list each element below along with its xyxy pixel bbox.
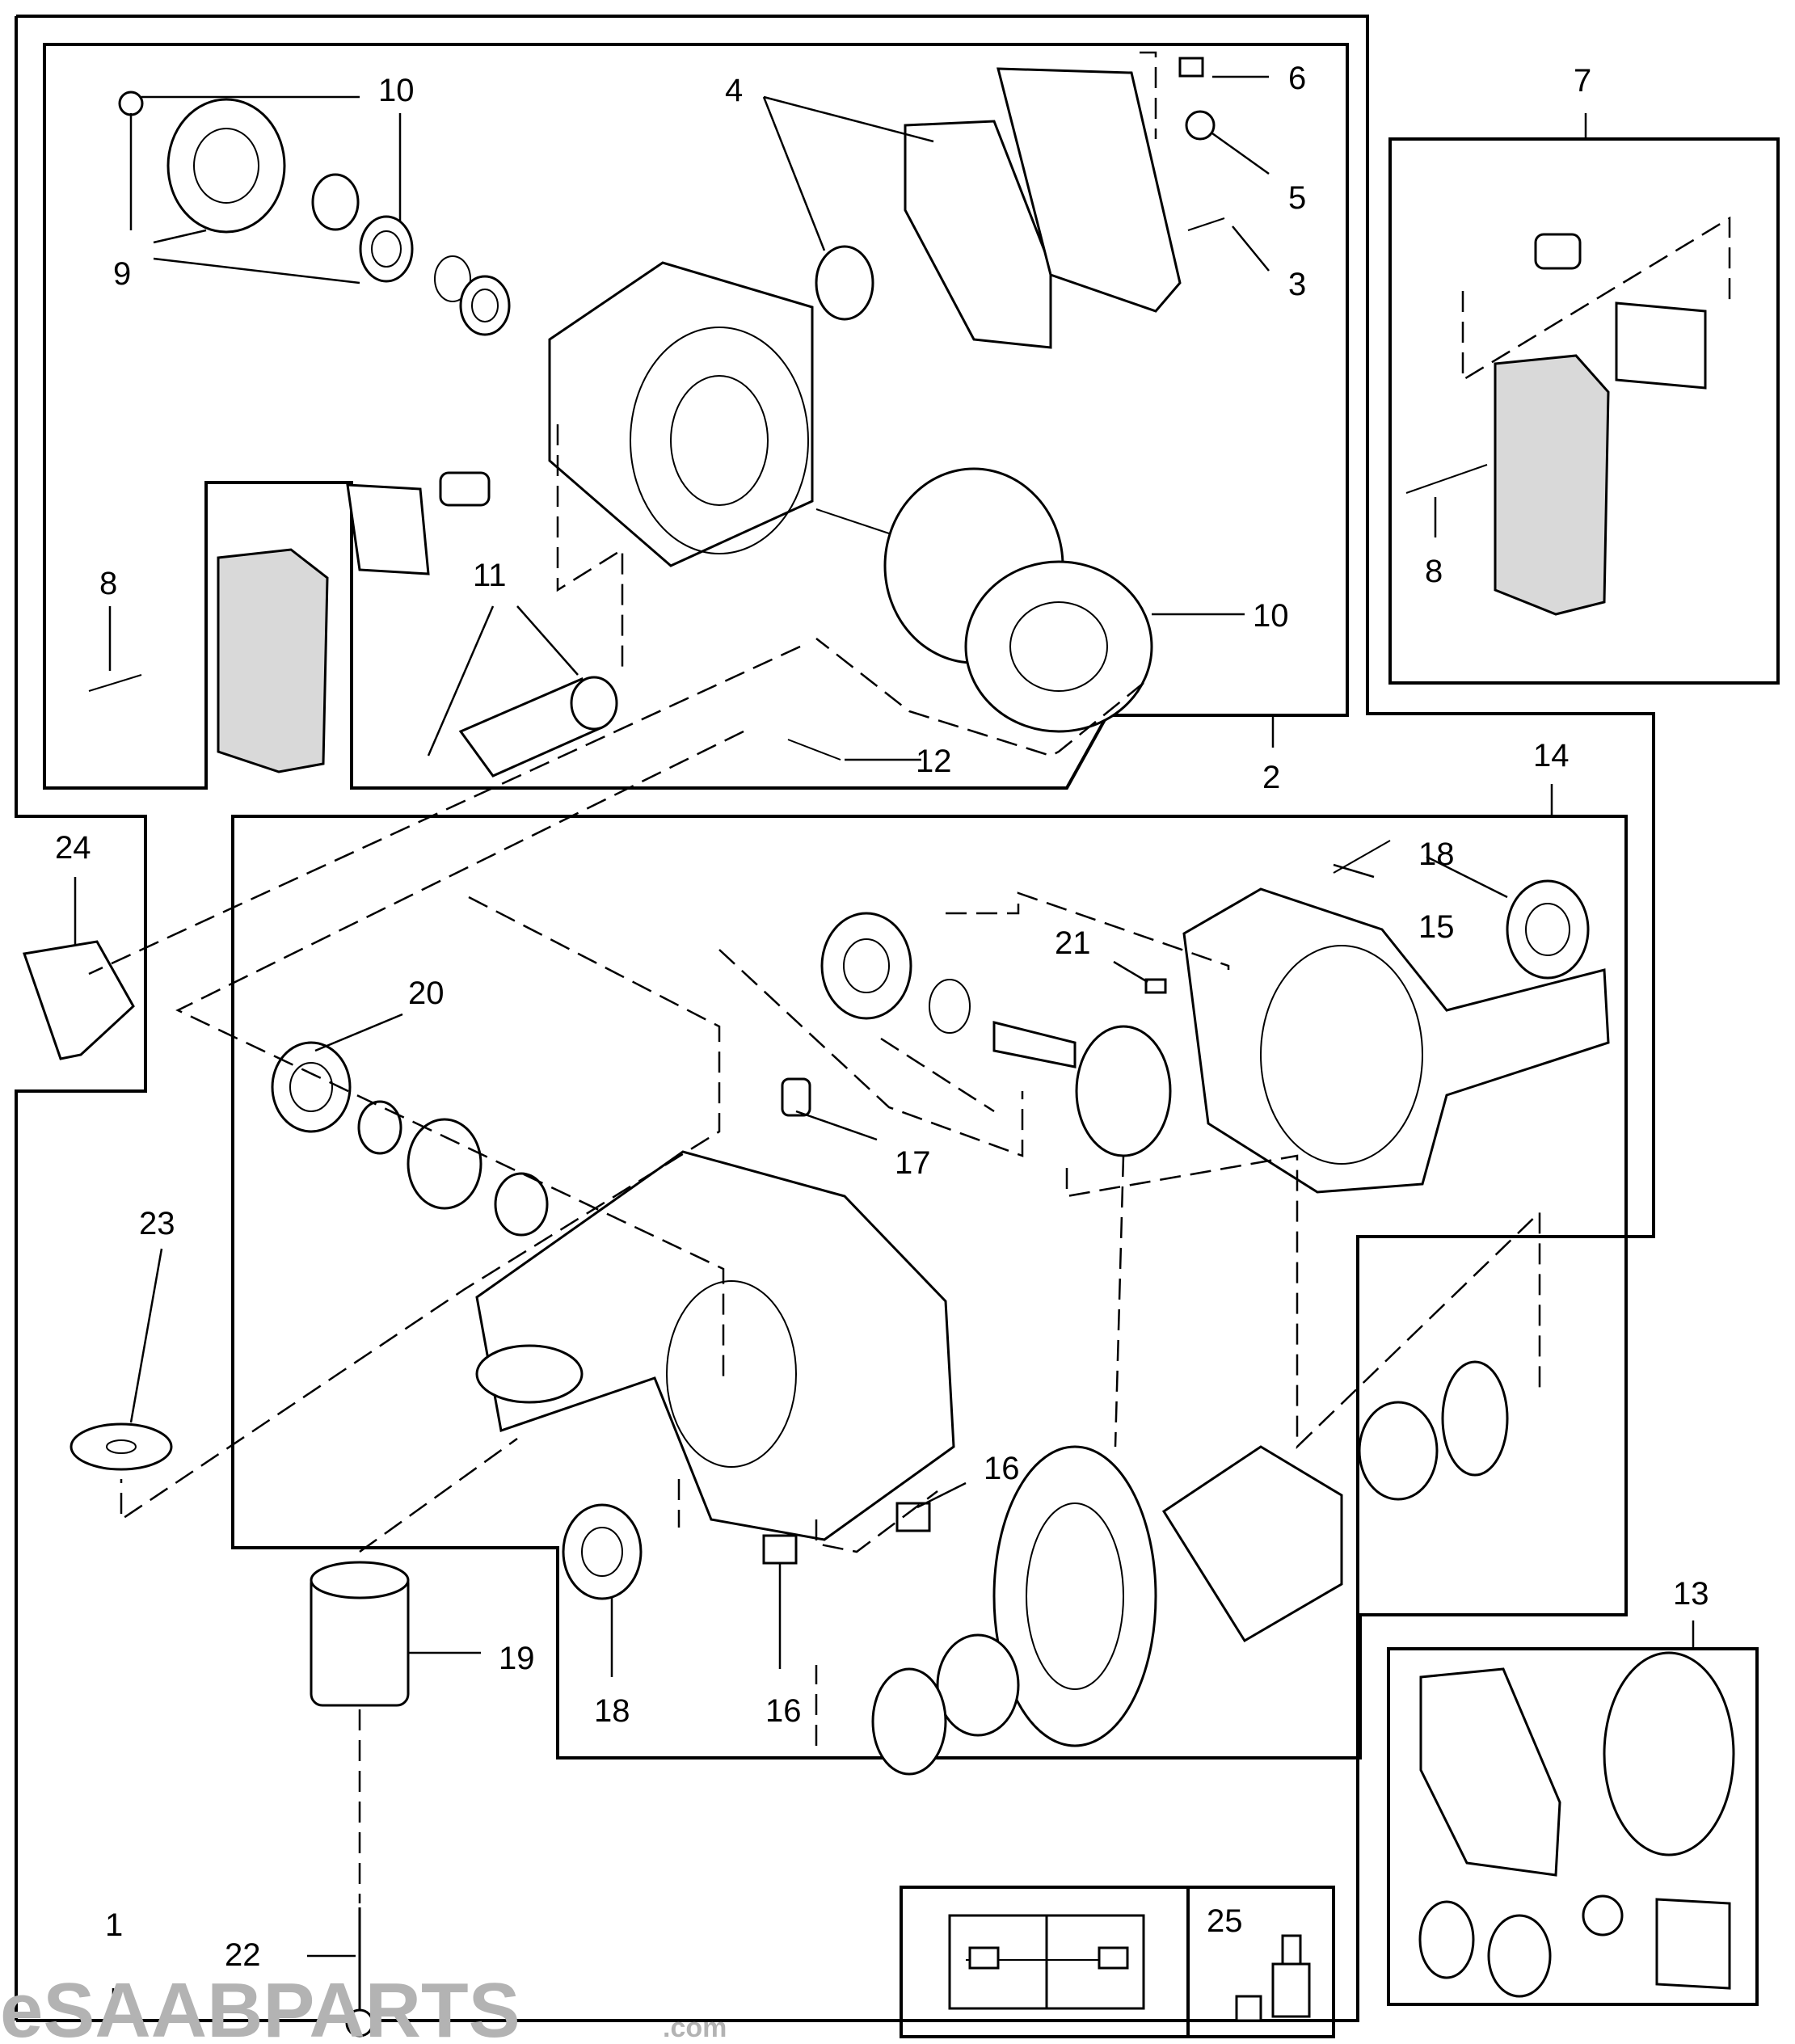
assembly-frames: [15, 15, 1780, 2038]
rear-cover-part: [1182, 887, 1610, 1194]
parts-group-7: [1405, 233, 1707, 616]
callout-24: 24: [55, 830, 91, 866]
frame-group-13: [1387, 1647, 1759, 2006]
callout-5: 5: [1288, 180, 1306, 216]
ring-gear-part: [992, 1445, 1157, 1747]
frame-group-14: [231, 815, 1628, 1760]
drum-part: [964, 560, 1153, 733]
callout-7: 7: [1574, 63, 1591, 99]
callout-20: 20: [408, 976, 445, 1011]
cover-plate-part: [904, 120, 1052, 349]
differential-housing-part: [475, 1150, 955, 1541]
callout-25: 25: [1207, 1903, 1243, 1939]
callout-8: 8: [99, 566, 117, 601]
callout-23: 23: [139, 1206, 175, 1241]
alignment-dashes: [88, 51, 1731, 1903]
callout-15: 15: [1418, 909, 1455, 945]
brand-watermark: eSAABPARTS .com: [0, 1967, 727, 2044]
callout-labels: 10 9 4 6 5 3 7 8 11 10 8 12 2 14 24 18 1…: [55, 61, 1709, 1973]
coupling-housing-part: [548, 261, 814, 567]
parts-group-2: [88, 57, 1225, 778]
watermark-suffix: .com: [663, 2012, 727, 2043]
callout-16: 16: [765, 1693, 802, 1729]
callout-17: 17: [895, 1145, 931, 1181]
callout-19: 19: [499, 1641, 535, 1676]
callout-2: 2: [1262, 760, 1280, 795]
callout-11: 11: [473, 558, 507, 593]
parts-group-14: [23, 840, 1610, 2038]
callout-16: 16: [984, 1451, 1020, 1486]
frame-group-7: [1388, 137, 1780, 685]
callout-22: 22: [225, 1937, 261, 1973]
callout-12: 12: [916, 744, 952, 779]
callout-14: 14: [1533, 738, 1570, 773]
bracket-part: [23, 940, 135, 1060]
callout-10: 10: [1253, 598, 1289, 634]
callout-3: 3: [1288, 267, 1306, 302]
callout-4: 4: [725, 73, 743, 108]
frame-group-2: [43, 43, 1349, 790]
leader-lines: [74, 75, 1695, 2021]
callout-6: 6: [1288, 61, 1306, 96]
control-module-part: [217, 548, 329, 773]
callout-13: 13: [1673, 1576, 1709, 1612]
frame-group-25: [900, 1886, 1335, 2038]
parts-group-13: [1418, 1651, 1735, 1998]
service-manual-icon: [948, 1914, 1145, 2010]
callout-18: 18: [594, 1693, 630, 1729]
callout-8: 8: [1425, 554, 1443, 589]
callout-1: 1: [105, 1907, 123, 1943]
watermark-brand: eSAABPARTS: [0, 1967, 520, 2044]
frame-assembly-1: [16, 15, 1655, 2022]
flange-part: [166, 98, 286, 234]
callout-21: 21: [1055, 925, 1091, 961]
callout-9: 9: [113, 256, 131, 292]
callout-18: 18: [1418, 837, 1455, 872]
callout-10: 10: [378, 73, 415, 108]
lubricant-bottle-icon: [1235, 1934, 1311, 2022]
